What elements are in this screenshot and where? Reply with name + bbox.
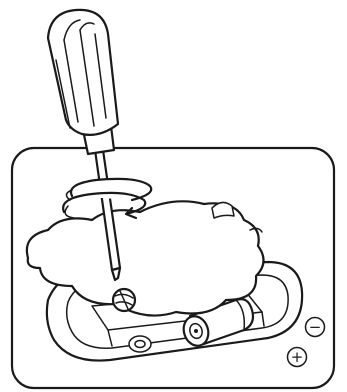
minus-label: − bbox=[309, 318, 322, 336]
mounting-stud bbox=[129, 336, 151, 352]
minus-symbol: − bbox=[306, 318, 325, 337]
screw-icon bbox=[113, 289, 135, 311]
plus-symbol: + bbox=[288, 348, 307, 367]
plus-label: + bbox=[291, 348, 304, 366]
